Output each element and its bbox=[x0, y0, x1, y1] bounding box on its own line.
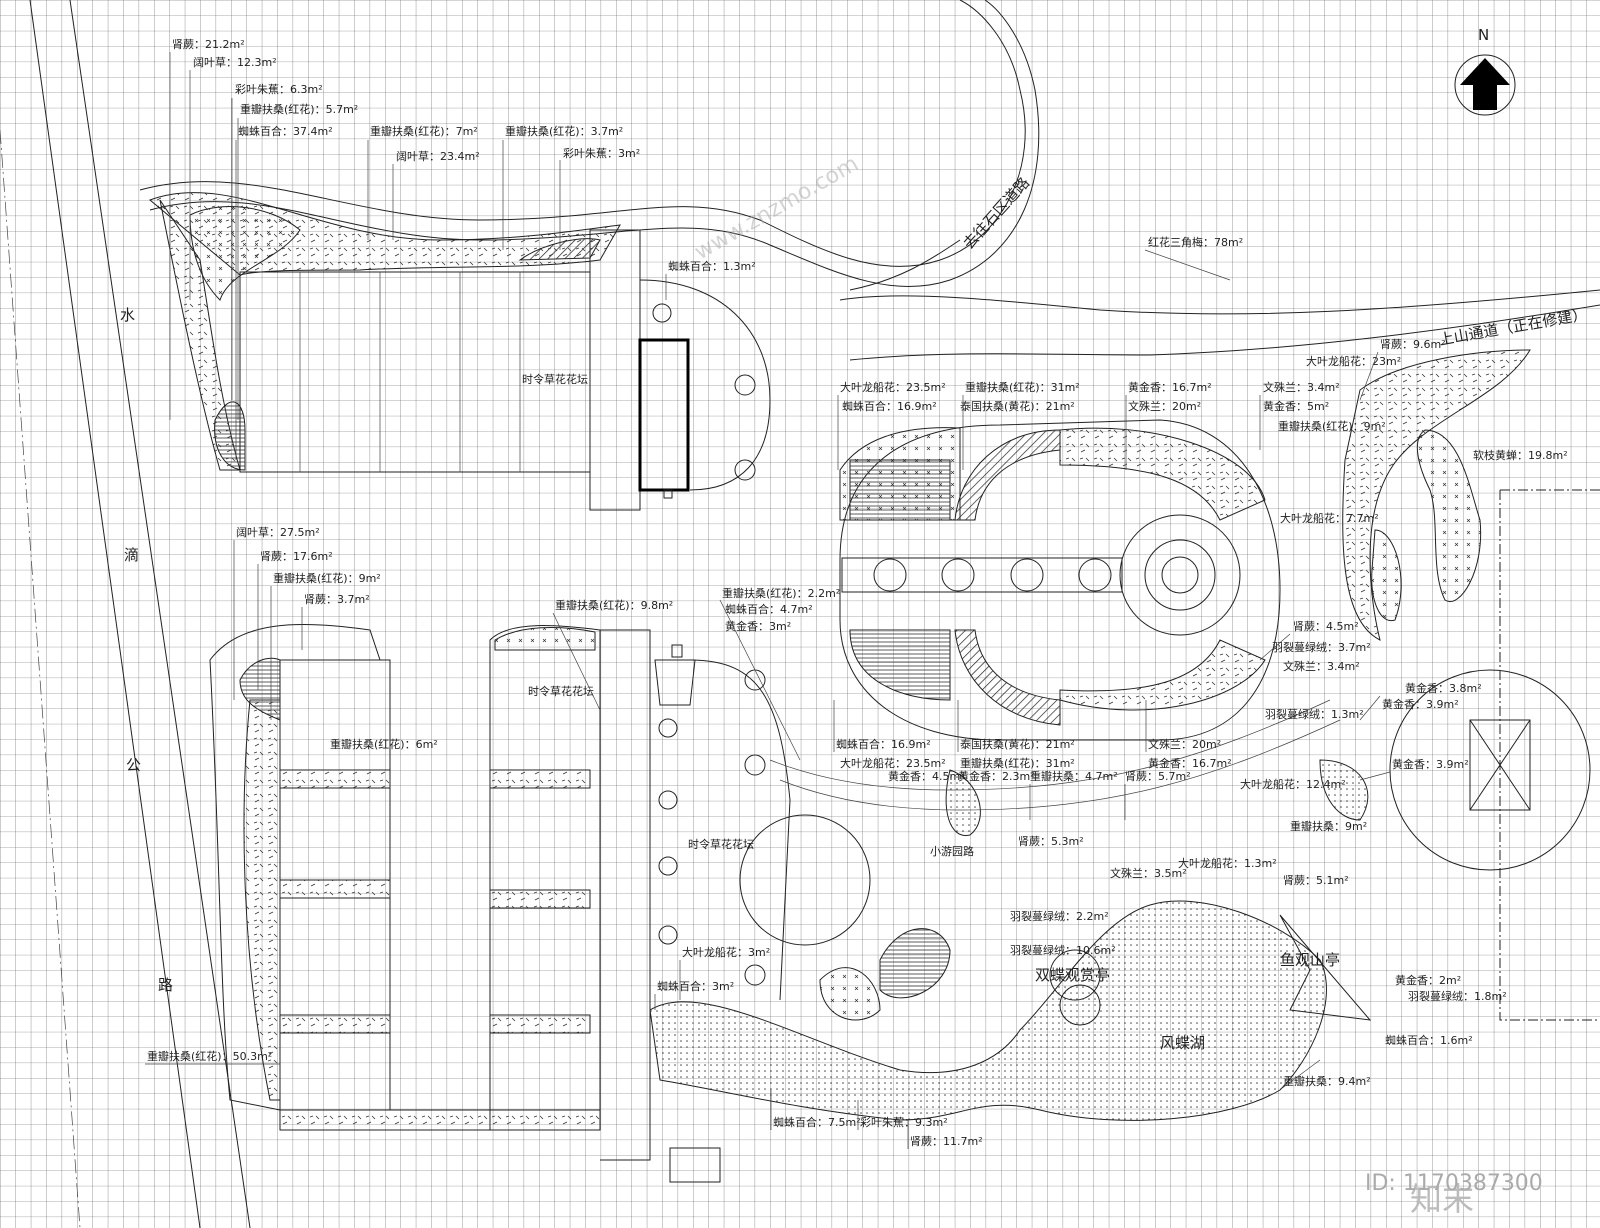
watermark-id: ID: 1170387300 bbox=[1365, 1171, 1543, 1196]
pavilion-butterfly-label: 双蝶观赏亭 bbox=[1035, 966, 1110, 984]
plant-label: 肾蕨：21.2m² bbox=[172, 38, 245, 51]
plant-label: 大叶龙船花：23.5m² bbox=[840, 380, 946, 394]
plant-label: 重瓣扶桑(红花)：31m² bbox=[960, 756, 1075, 770]
central-circular-garden bbox=[839, 419, 1281, 741]
plant-label: 肾蕨：9.6m² bbox=[1380, 338, 1446, 351]
plant-label: 阔叶草：27.5m² bbox=[236, 526, 320, 539]
plant-label: 肾蕨：5.3m² bbox=[1018, 835, 1084, 848]
plant-label: 彩叶朱蕉：3m² bbox=[563, 147, 640, 160]
plant-label: 大叶龙船花：23.5m² bbox=[840, 756, 946, 770]
plant-label: 羽裂蔓绿绒：3.7m² bbox=[1272, 640, 1371, 654]
plant-label: 文殊兰：20m² bbox=[1128, 399, 1201, 413]
plant-label: 蜘蛛百合：4.7m² bbox=[725, 602, 813, 616]
plant-label: 阔叶草：12.3m² bbox=[193, 56, 277, 69]
plant-label: 蜘蛛百合：37.4m² bbox=[238, 124, 333, 138]
plant-label: 黄金香：3.9m² bbox=[1392, 757, 1469, 771]
plant-label: 肾蕨：17.6m² bbox=[260, 550, 333, 563]
plant-label: 彩叶朱蕉：9.3m² bbox=[860, 1116, 948, 1129]
plant-labels: 肾蕨：21.2m² 阔叶草：12.3m² 彩叶朱蕉：6.3m² 重瓣扶桑(红花)… bbox=[147, 38, 1568, 1148]
plant-label: 文殊兰：3.5m² bbox=[1110, 866, 1187, 880]
plant-label: 文殊兰：20m² bbox=[1148, 737, 1221, 751]
watermark-logo: 知末 bbox=[1410, 1180, 1474, 1218]
river-road-char-3: 公 bbox=[126, 756, 141, 774]
plant-label: 蜘蛛百合：16.9m² bbox=[842, 399, 937, 413]
plant-label: 肾蕨：5.7m² bbox=[1125, 770, 1191, 783]
north-arrow: N bbox=[1454, 26, 1516, 116]
plant-label: 软枝黄蝉：19.8m² bbox=[1473, 448, 1568, 462]
plant-label: 蜘蛛百合：16.9m² bbox=[836, 737, 931, 751]
plant-label: 黄金香：5m² bbox=[1263, 399, 1329, 413]
right-planting bbox=[1342, 349, 1600, 1021]
plant-label: 红花三角梅：78m² bbox=[1148, 235, 1243, 249]
flower-bed-label-1: 时令草花花坛 bbox=[522, 372, 588, 386]
plant-label: 黄金香：2m² bbox=[1395, 973, 1461, 987]
plant-label: 黄金香：2.3m² bbox=[958, 769, 1035, 783]
plant-label: 羽裂蔓绿绒：1.8m² bbox=[1408, 989, 1507, 1003]
plant-label: 重瓣扶桑：4.7m² bbox=[1030, 769, 1118, 783]
river-road-char-2: 滴 bbox=[124, 546, 139, 564]
plant-label: 阔叶草：23.4m² bbox=[396, 150, 480, 163]
plant-label: 泰国扶桑(黄花)：21m² bbox=[960, 737, 1075, 751]
plant-label: 重瓣扶桑(红花)：5.7m² bbox=[240, 102, 358, 116]
pavilion-fish-label: 鱼观山亭 bbox=[1280, 951, 1340, 969]
plant-label: 大叶龙船花：1.3m² bbox=[1178, 856, 1277, 870]
plant-label: 羽裂蔓绿绒：10.6m² bbox=[1010, 943, 1116, 957]
plant-label: 泰国扶桑(黄花)：21m² bbox=[960, 399, 1075, 413]
middle-lower-lawn bbox=[279, 625, 601, 1131]
top-left-planting bbox=[149, 192, 621, 471]
plant-label: 黄金香：4.5m² bbox=[888, 769, 965, 783]
plant-label: 文殊兰：3.4m² bbox=[1263, 380, 1340, 394]
plant-label: 重瓣扶桑(红花)：9m² bbox=[1278, 419, 1386, 433]
central-top-plaza bbox=[589, 229, 771, 511]
lake-label: 风蝶湖 bbox=[1160, 1034, 1205, 1052]
plant-label: 重瓣扶桑(红花)：50.3m² bbox=[147, 1049, 272, 1063]
plant-label: 重瓣扶桑(红花)：9m² bbox=[273, 571, 381, 585]
plant-label: 黄金香：16.7m² bbox=[1148, 756, 1232, 770]
river-road-char-4: 路 bbox=[158, 976, 173, 994]
plant-label: 重瓣扶桑(红花)：7m² bbox=[370, 124, 478, 138]
plant-label: 肾蕨：5.1m² bbox=[1283, 874, 1349, 887]
plant-label: 重瓣扶桑(红花)：2.2m² bbox=[722, 586, 840, 600]
plant-label: 重瓣扶桑(红花)：31m² bbox=[965, 380, 1080, 394]
winding-beds bbox=[769, 699, 1369, 1021]
existing-road bbox=[139, 0, 1040, 291]
plant-label: 重瓣扶桑：9.4m² bbox=[1283, 1074, 1371, 1088]
plant-label: 大叶龙船花：23m² bbox=[1306, 354, 1401, 368]
plant-label: 羽裂蔓绿绒：1.3m² bbox=[1265, 707, 1364, 721]
path-label: 小游园路 bbox=[930, 845, 974, 858]
plant-label: 肾蕨：11.7m² bbox=[910, 1135, 983, 1148]
plant-label: 羽裂蔓绿绒：2.2m² bbox=[1010, 909, 1109, 923]
north-label: N bbox=[1478, 26, 1489, 44]
plant-label: 蜘蛛百合：1.6m² bbox=[1385, 1033, 1473, 1047]
plant-label: 大叶龙船花：12.4m² bbox=[1240, 777, 1346, 791]
plant-label: 蜘蛛百合：1.3m² bbox=[668, 259, 756, 273]
mountain-path bbox=[839, 289, 1600, 361]
leader-lines bbox=[145, 52, 1391, 1149]
left-lower-lawn bbox=[209, 623, 391, 1111]
plant-label: 肾蕨：3.7m² bbox=[304, 593, 370, 606]
plant-label: 大叶龙船花：3m² bbox=[682, 945, 770, 959]
plant-label: 黄金香：3m² bbox=[725, 619, 791, 633]
plant-label: 重瓣扶桑(红花)：9.8m² bbox=[555, 598, 673, 612]
plant-label: 重瓣扶桑：9m² bbox=[1290, 819, 1367, 833]
river-road bbox=[0, 0, 251, 1228]
plant-label: 文殊兰：3.4m² bbox=[1283, 659, 1360, 673]
plant-label: 蜘蛛百合：3m² bbox=[657, 979, 734, 993]
plant-label: 黄金香：16.7m² bbox=[1128, 380, 1212, 394]
plant-label: 肾蕨：4.5m² bbox=[1293, 620, 1359, 633]
central-lower-column bbox=[600, 629, 871, 1183]
plant-label: 彩叶朱蕉：6.3m² bbox=[235, 83, 323, 96]
flower-bed-label-2: 时令草花花坛 bbox=[528, 684, 594, 698]
lake bbox=[649, 900, 1372, 1121]
river-road-char-1: 水 bbox=[120, 306, 135, 324]
plant-label: 重瓣扶桑(红花)：6m² bbox=[330, 737, 438, 751]
flower-bed-label-3: 时令草花花坛 bbox=[688, 837, 754, 851]
plant-label: 黄金香：3.9m² bbox=[1382, 697, 1459, 711]
plant-label: 蜘蛛百合：7.5m² bbox=[773, 1115, 861, 1129]
plant-label: 大叶龙船花：7.7m² bbox=[1280, 511, 1379, 525]
plant-label: 黄金香：3.8m² bbox=[1405, 681, 1482, 695]
plant-label: 重瓣扶桑(红花)：3.7m² bbox=[505, 124, 623, 138]
